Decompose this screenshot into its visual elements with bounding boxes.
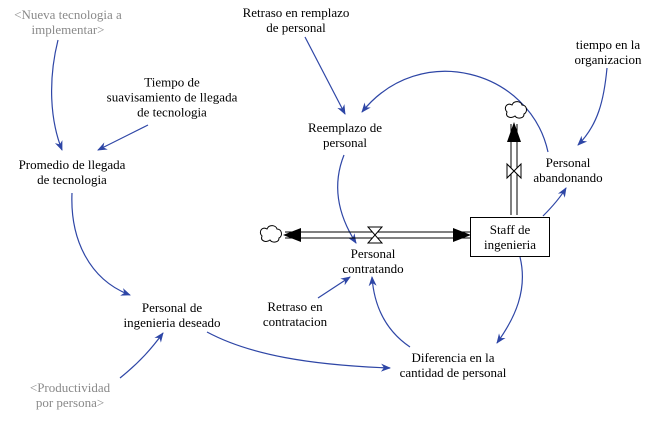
link-reemplazo-to-contratando — [337, 154, 357, 244]
variable-diferencia-cantidad[interactable]: Diferencia en la cantidad de personal — [399, 350, 507, 380]
valve-icon — [366, 226, 384, 244]
link-staff-to-diferencia — [496, 256, 524, 344]
link-promedio-to-deseado — [71, 192, 131, 296]
link-retraso-remplazo-to-reemplazo — [304, 36, 346, 115]
link-staff-to-abandonando — [542, 187, 567, 217]
stock-staff-ingenieria[interactable] — [470, 217, 550, 257]
shadow-variable-productividad[interactable]: <Productividad por persona> — [29, 380, 111, 410]
flow-personal-abandonando[interactable]: Personal abandonando — [533, 155, 603, 185]
variable-tiempo-organizacion[interactable]: tiempo en la organizacion — [574, 37, 642, 67]
variable-retraso-remplazo[interactable]: Retraso en remplazo de personal — [242, 5, 350, 35]
cloud-sink-icon — [504, 101, 527, 119]
variable-personal-deseado[interactable]: Personal de ingenieria deseado — [123, 300, 221, 330]
link-nueva-to-promedio — [51, 39, 63, 151]
cloud-source-icon — [259, 225, 282, 243]
link-abandonando-to-reemplazo — [361, 70, 549, 153]
flow-arrowhead-right — [453, 228, 471, 242]
variable-tiempo-suavisamiento[interactable]: Tiempo de suavisamiento de llegada de te… — [106, 74, 238, 120]
valve-icon — [506, 162, 522, 180]
variable-reemplazo-personal[interactable]: Reemplazo de personal — [308, 120, 382, 150]
link-retraso-contratacion-to-contratando — [317, 276, 351, 299]
link-diferencia-to-contratando — [368, 276, 411, 348]
variable-retraso-contratacion[interactable]: Retraso en contratacion — [262, 299, 328, 329]
link-deseado-to-diferencia — [206, 331, 391, 372]
link-tiempo-to-promedio — [97, 124, 149, 151]
shadow-variable-nueva-tecnologia[interactable]: <Nueva tecnologia a implementar> — [14, 7, 122, 37]
flow-arrowhead-up — [507, 122, 521, 142]
flow-personal-contratando[interactable]: Personal contratando — [342, 246, 404, 276]
variable-promedio-llegada[interactable]: Promedio de llegada de tecnologia — [18, 157, 126, 187]
link-productividad-to-deseado — [119, 332, 164, 379]
stock-label-staff-ingenieria: Staff de ingenieria — [484, 222, 536, 252]
flow-arrowhead-left — [283, 228, 301, 242]
link-tiempo-org-to-abandonando — [577, 67, 608, 146]
